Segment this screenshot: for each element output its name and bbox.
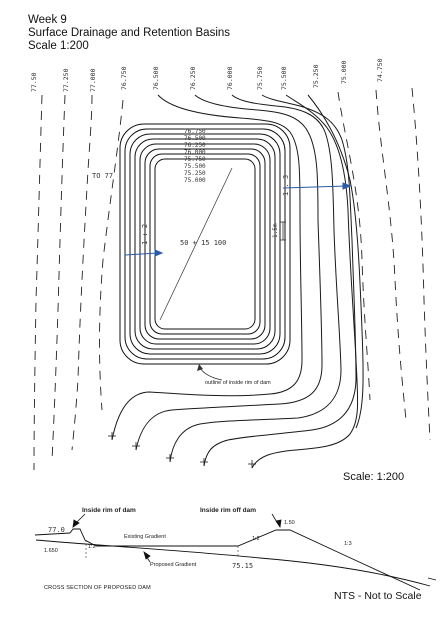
left-dim-label: 1.650 [44,548,58,554]
rim-note-arrow [197,364,203,371]
top-label-6: 76.250 [189,66,197,90]
basin-ring-8 [154,158,256,330]
slope-left-label: 1:2 [88,544,96,550]
existing-gradient-line [35,539,431,587]
basin-ring-4 [134,138,276,350]
drawing-title: Surface Drainage and Retention Basins [28,27,231,39]
cross-section-arrows [72,513,282,563]
outer-contour-6 [307,94,364,429]
outer-contour-5 [251,94,359,469]
existing-gradient-label: Existing Gradient [124,534,166,540]
dam-profile [69,528,421,591]
plan-scale-label: Scale: 1:200 [343,471,405,483]
depth-marker [280,221,286,241]
top-label-1: 77.50 [30,72,38,92]
top-label-11: 75.000 [340,60,348,84]
top-label-3: 77.000 [89,68,97,92]
top-label-2: 77.250 [62,68,70,92]
section-arrows [124,182,352,257]
contour-line-1 [33,94,43,471]
contour-tick-marks [108,432,256,468]
outer-contour-2 [135,94,323,451]
cross-section-ticks [85,540,239,560]
contour-line-5 [337,91,371,401]
right-dim-label: 1.50 [284,520,295,526]
to-77-label: TO 77 [92,172,113,180]
basin-ring-7 [149,153,261,335]
inside-rim-left-label: Inside rim of dam [82,507,136,514]
left-level-label: 77.0 [48,526,65,534]
basin-diagonal [159,167,233,321]
top-contour-labels: 77.50 77.250 77.000 76.750 76.500 76.250… [30,58,384,92]
top-label-4: 76.750 [120,66,128,90]
slope-right-label: 1:3 [344,541,352,547]
outer-contour-1 [111,94,303,441]
contour-line-3 [71,94,93,451]
basin-ring-2 [124,128,286,360]
depth-label: 1.5m [272,223,279,238]
floor-level-label: 50 + 15 100 [180,239,226,247]
rim-note-leader [199,367,223,381]
cross-section-caption: CROSS SECTION OF PROPOSED DAM [44,585,151,591]
top-label-10: 75.250 [312,64,320,88]
basin-label-7: 75.250 [184,170,206,177]
week-label: Week 9 [28,14,67,26]
basin-ring-1 [119,123,291,365]
basin-ring-3 [129,133,281,355]
basin-ring-5 [139,143,271,345]
basin-contour-labels: 76.750 76.500 76.250 76.000 75.750 75.50… [184,128,206,184]
top-label-12: 74.750 [376,58,384,82]
outer-contours [111,94,364,469]
top-label-5: 76.500 [152,66,160,90]
basin-label-3: 76.250 [184,142,206,149]
bottom-level-label: 75.15 [232,562,253,570]
slope-label-right: 1 : 3 [282,175,290,196]
existing-ground-left [34,532,71,536]
contour-line-6 [375,89,407,421]
contour-line-7 [411,87,431,441]
basin-label-1: 76.750 [184,128,206,135]
basin-label-6: 75.500 [184,163,206,170]
slope-mid-label: 1:2 [252,536,260,542]
slope-label-left: 1 : 2 [141,224,149,245]
dam-cross-section [34,528,437,591]
basin-label-2: 76.500 [184,135,206,142]
basin-rings [119,123,291,365]
basin-ring-6 [144,148,266,340]
inside-rim-right-label: Inside rim off dam [200,507,256,514]
contour-line-2 [51,94,66,461]
basin-label-8: 75.000 [184,177,206,184]
dashed-contours [33,87,431,471]
top-label-8: 75.750 [256,66,264,90]
outer-contour-4 [203,94,357,467]
top-label-7: 76.000 [226,66,234,90]
contour-line-4 [99,99,124,411]
rim-note-label: outline of inside rim of dam [205,380,271,386]
drawing-scale: Scale 1:200 [28,40,89,52]
header: Week 9 Surface Drainage and Retention Ba… [28,14,230,53]
top-label-9: 75.500 [280,66,288,90]
proposed-gradient-label: Proposed Gradient [150,562,197,568]
right-ground-tick [427,577,437,581]
basin-label-5: 75.750 [184,156,206,163]
nts-label: NTS - Not to Scale [334,590,422,602]
outer-contour-3 [169,94,342,463]
basin-label-4: 76.000 [184,149,206,156]
